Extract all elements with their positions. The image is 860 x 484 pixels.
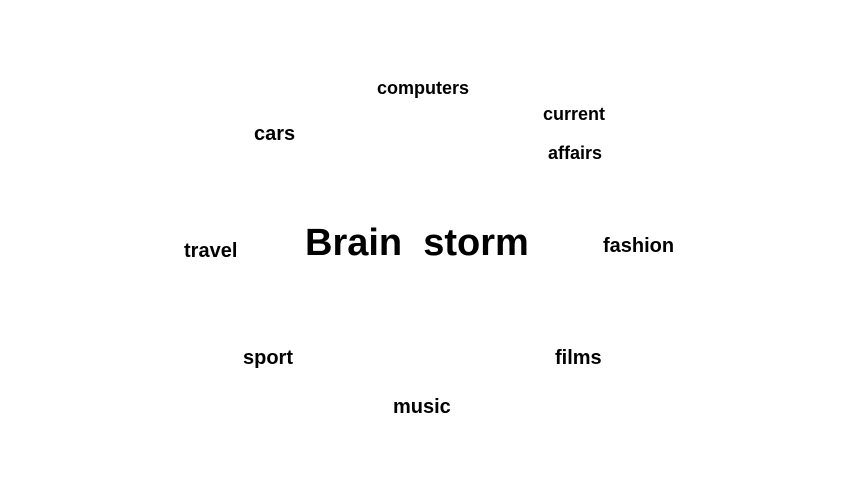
slide-title: Brain storm (305, 222, 529, 264)
word-travel: travel (184, 240, 238, 262)
word-computers: computers (377, 78, 470, 98)
word-current: current (543, 104, 606, 124)
word-cars: cars (254, 123, 296, 145)
word-music: music (393, 396, 451, 418)
word-fashion: fashion (603, 235, 675, 257)
word-films: films (555, 347, 602, 369)
word-affairs: affairs (548, 143, 603, 163)
word-sport: sport (243, 347, 293, 369)
